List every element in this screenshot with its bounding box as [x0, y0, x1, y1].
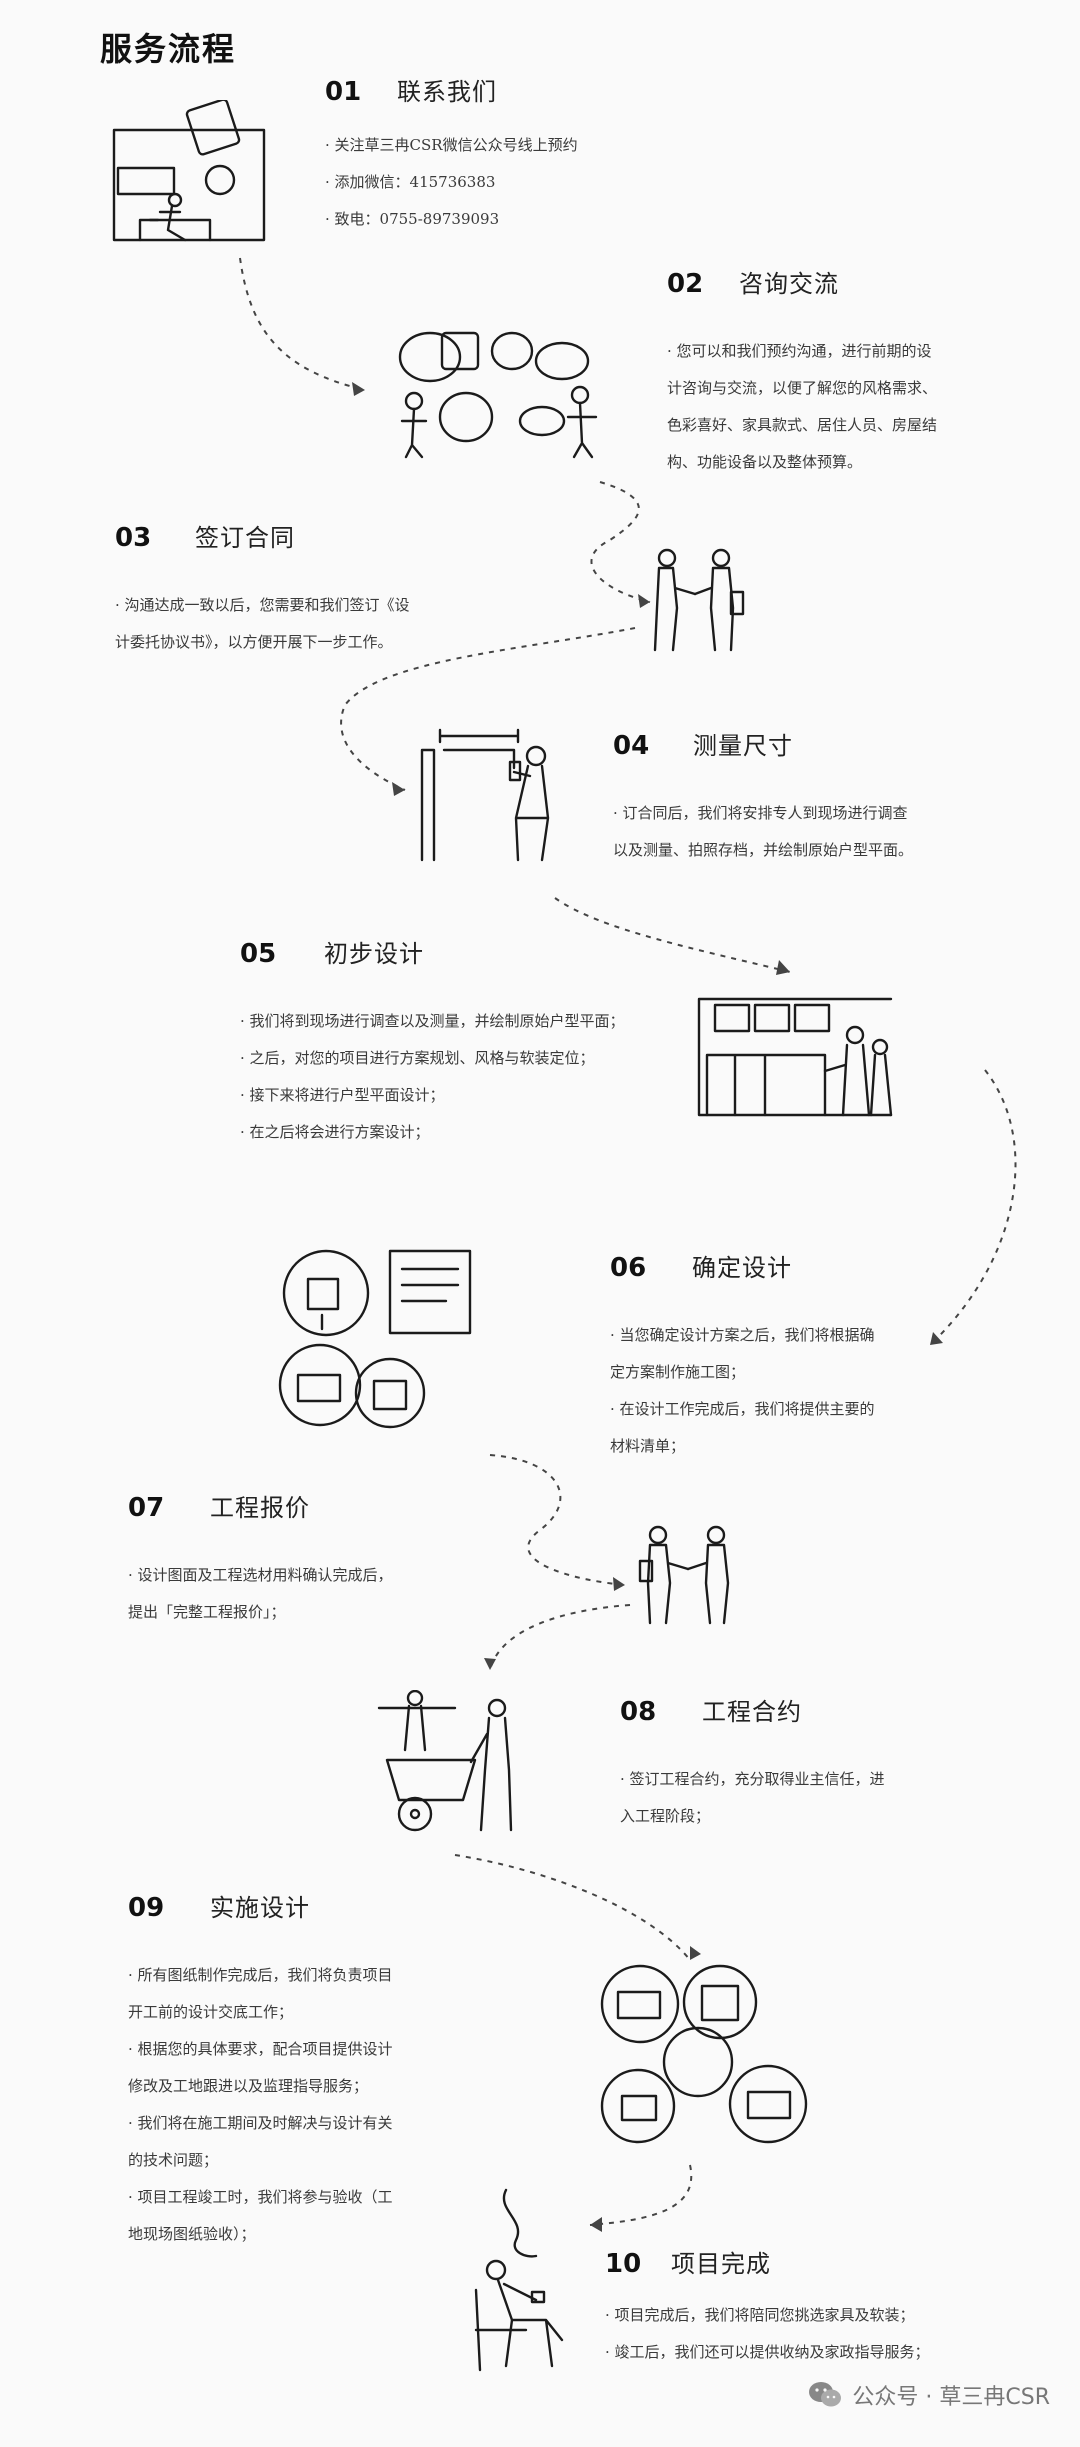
step-title: 签订合同: [195, 524, 295, 552]
step-07: 07 工程报价 · 设计图面及工程选材用料确认完成后， 提出「完整工程报价」；: [128, 1488, 393, 1631]
phone-call-illustration: [110, 98, 270, 249]
step-description: · 所有图纸制作完成后，我们将负责项目 开工前的设计交底工作； · 根据您的具体…: [128, 1966, 393, 2243]
step-number: 01: [325, 77, 362, 107]
step-title: 实施设计: [210, 1894, 310, 1922]
page-title: 服务流程: [100, 30, 237, 68]
step-number: 06: [610, 1253, 647, 1283]
consultation-illustration: [392, 325, 607, 464]
site-survey-illustration: [695, 995, 895, 1124]
implementation-illustration: [598, 1962, 808, 2151]
step-description: · 我们将到现场进行调查以及测量，并绘制原始户型平面； · 之后，对您的项目进行…: [240, 1012, 625, 1141]
watermark-text: 公众号 · 草三冉CSR: [852, 2385, 1050, 2410]
step-number: 05: [240, 939, 277, 969]
step-title: 确定设计: [692, 1254, 792, 1282]
step-number: 09: [128, 1893, 165, 1923]
measuring-illustration: [418, 728, 558, 867]
quotation-handshake-illustration: [638, 1525, 738, 1629]
watermark: 公众号 · 草三冉CSR: [808, 2379, 1050, 2411]
step-title: 项目完成: [671, 2250, 771, 2278]
handshake-illustration: [645, 548, 745, 657]
step-number: 02: [667, 269, 704, 299]
design-confirmation-illustration: [278, 1245, 478, 1439]
step-title: 工程合约: [702, 1698, 802, 1726]
relaxing-person-illustration: [466, 2180, 586, 2379]
step-01: 01 联系我们 · 关注草三冉CSR微信公众号线上预约 · 添加微信：41573…: [325, 72, 578, 238]
step-09: 09 实施设计 · 所有图纸制作完成后，我们将负责项目 开工前的设计交底工作； …: [128, 1888, 393, 2253]
step-08: 08 工程合约 · 签订工程合约，充分取得业主信任，进 入工程阶段；: [620, 1692, 885, 1835]
step-number: 08: [620, 1697, 657, 1727]
step-title: 咨询交流: [739, 270, 839, 298]
step-06: 06 确定设计 · 当您确定设计方案之后，我们将根据确 定方案制作施工图； · …: [610, 1248, 875, 1465]
wechat-icon: [809, 2382, 842, 2407]
step-04: 04 测量尺寸 · 订合同后，我们将安排专人到现场进行调查 以及测量、拍照存档，…: [613, 726, 913, 869]
step-description: · 签订工程合约，充分取得业主信任，进 入工程阶段；: [620, 1770, 885, 1825]
step-title: 初步设计: [324, 940, 424, 968]
step-number: 10: [605, 2249, 642, 2279]
step-05: 05 初步设计 · 我们将到现场进行调查以及测量，并绘制原始户型平面； · 之后…: [240, 934, 625, 1151]
step-description: · 项目完成后，我们将陪同您挑选家具及软装； · 竣工后，我们还可以提供收纳及家…: [605, 2306, 930, 2361]
step-description: · 当您确定设计方案之后，我们将根据确 定方案制作施工图； · 在设计工作完成后…: [610, 1326, 875, 1455]
step-description: · 订合同后，我们将安排专人到现场进行调查 以及测量、拍照存档，并绘制原始户型平…: [613, 804, 914, 859]
step-title: 联系我们: [397, 78, 497, 106]
step-number: 04: [613, 731, 650, 761]
step-description: · 沟通达成一致以后，您需要和我们签订《设 计委托协议书》，以方便开展下一步工作…: [115, 596, 410, 651]
step-02: 02 咨询交流 · 您可以和我们预约沟通，进行前期的设 计咨询与交流，以便了解您…: [667, 264, 937, 481]
step-title: 测量尺寸: [693, 732, 793, 760]
step-title: 工程报价: [210, 1494, 310, 1522]
step-03: 03 签订合同 · 沟通达成一致以后，您需要和我们签订《设 计委托协议书》，以方…: [115, 518, 410, 661]
step-number: 07: [128, 1493, 165, 1523]
step-number: 03: [115, 523, 152, 553]
step-description: · 您可以和我们预约沟通，进行前期的设 计咨询与交流，以便了解您的风格需求、 色…: [667, 342, 938, 471]
construction-cart-illustration: [375, 1689, 525, 1839]
step-description: · 关注草三冉CSR微信公众号线上预约 · 添加微信：415736383 · 致…: [325, 136, 578, 228]
step-description: · 设计图面及工程选材用料确认完成后， 提出「完整工程报价」；: [128, 1566, 393, 1621]
step-10: 10 项目完成 · 项目完成后，我们将陪同您挑选家具及软装； · 竣工后，我们还…: [605, 2244, 930, 2371]
